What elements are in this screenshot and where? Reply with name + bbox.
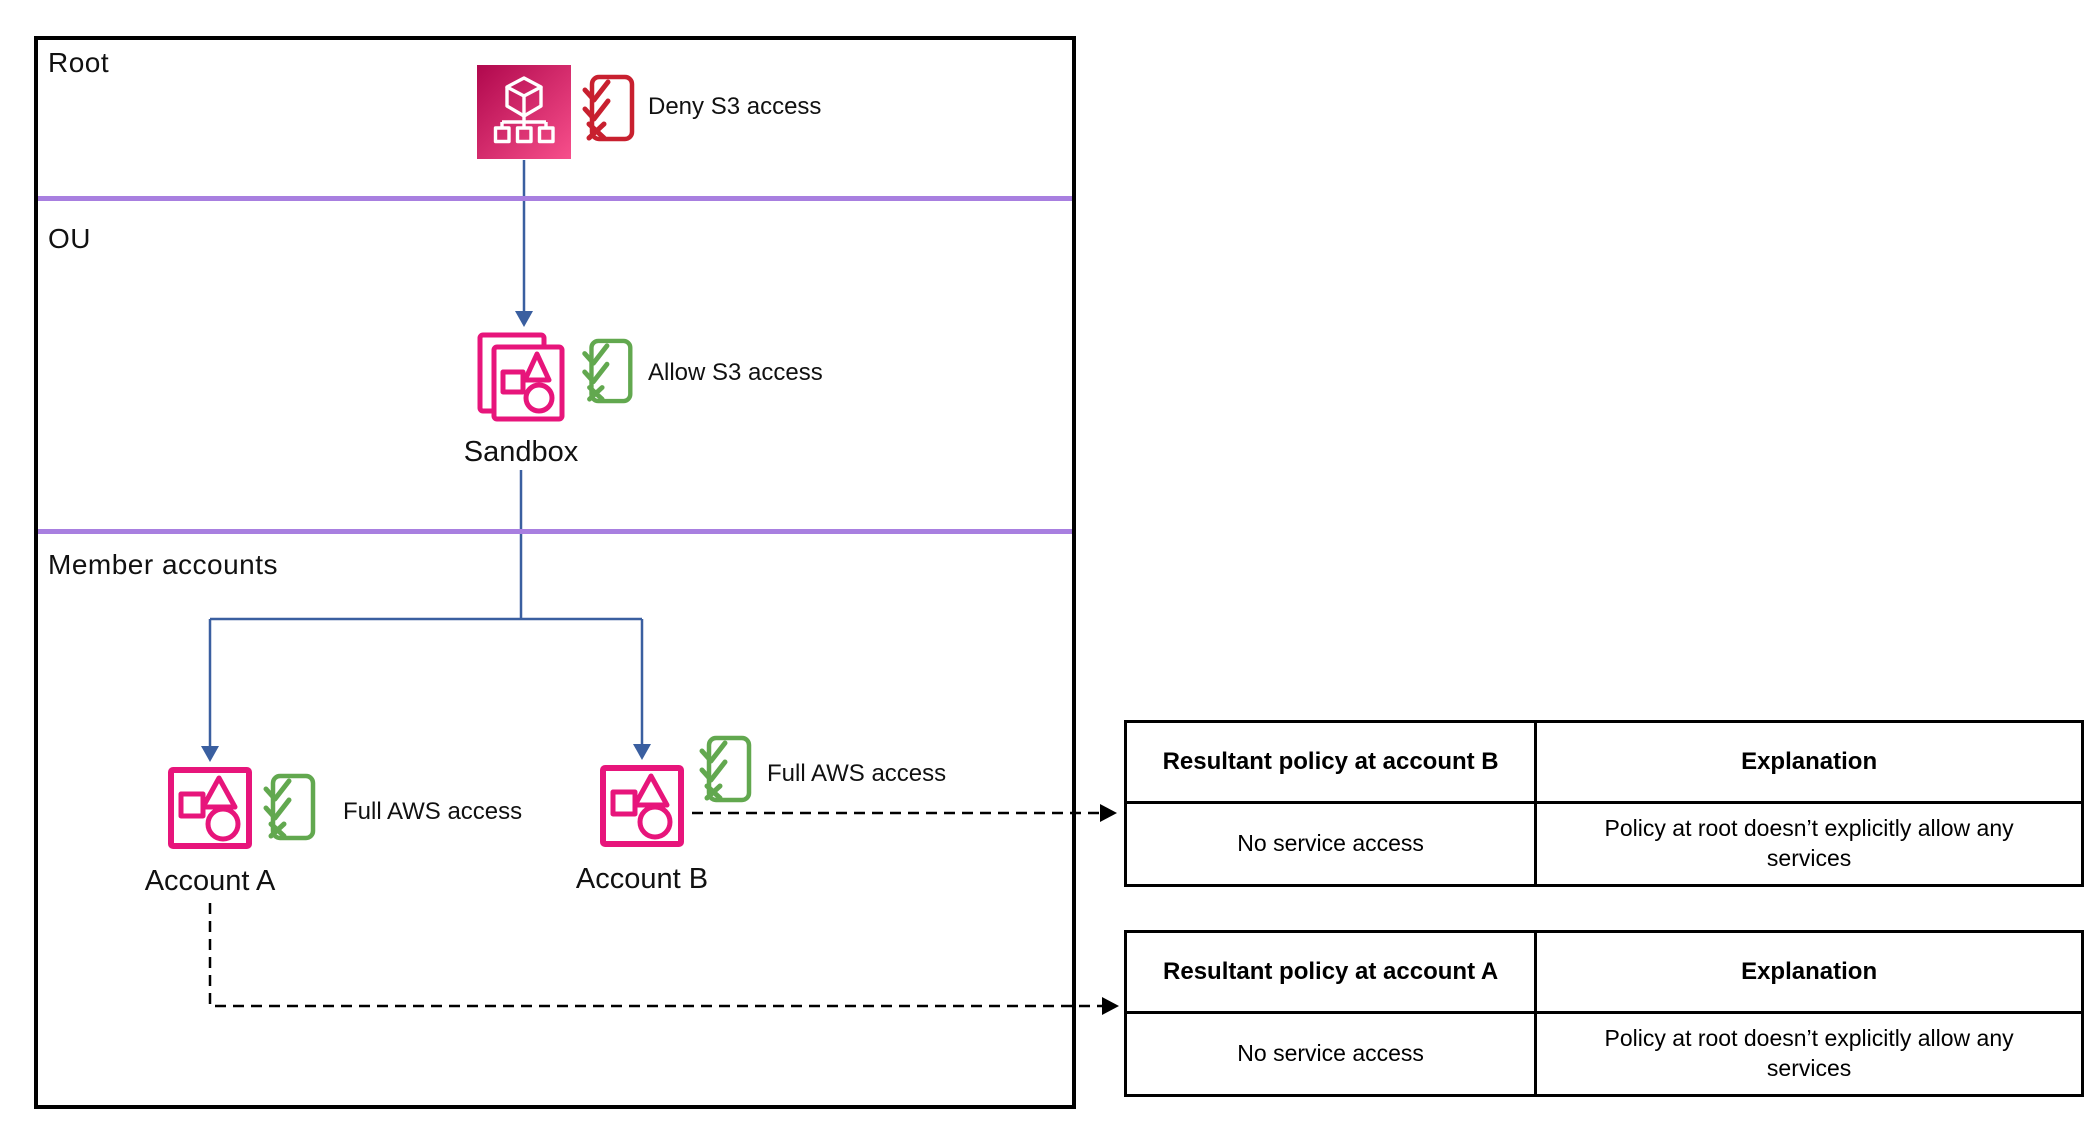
allow-policy-checklist-icon [699,735,752,803]
table-a-cell-policy: No service access [1127,1014,1538,1094]
deny-policy-checklist-icon [582,74,635,142]
account-b-name-label: Account B [575,863,709,895]
ou-name-label: Sandbox [463,436,579,468]
table-b-header-explanation: Explanation [1537,723,2081,804]
organization-boundary-box [34,36,1076,1109]
resultant-policy-table-account-a: Resultant policy at account A Explanatio… [1124,930,2084,1097]
section-label-root: Root [48,47,110,78]
table-a-cell-explanation: Policy at root doesn’t explicitly allow … [1604,1025,2014,1081]
aws-account-icon-b [600,765,684,847]
account-a-policy-label: Full AWS access [343,798,523,825]
table-a-header-policy: Resultant policy at account A [1127,933,1538,1014]
table-a-header-explanation: Explanation [1537,933,2081,1014]
ou-policy-label: Allow S3 access [648,359,823,386]
account-b-policy-label: Full AWS access [767,760,947,787]
allow-policy-checklist-icon [582,338,633,404]
table-b-header-policy: Resultant policy at account B [1127,723,1538,804]
table-b-cell-explanation: Policy at root doesn’t explicitly allow … [1604,815,2014,871]
organizational-unit-icon [477,332,565,422]
ou-member-divider [38,529,1072,534]
aws-account-icon-a [168,767,252,849]
resultant-policy-table-account-b: Resultant policy at account B Explanatio… [1124,720,2084,887]
section-label-ou: OU [48,223,91,254]
section-label-member-accounts: Member accounts [48,549,279,580]
aws-organizations-icon [477,65,571,159]
root-ou-divider [38,196,1072,201]
root-policy-label: Deny S3 access [648,93,822,120]
allow-policy-checklist-icon [263,773,316,841]
account-a-name-label: Account A [144,865,276,897]
table-b-cell-policy: No service access [1127,804,1538,884]
